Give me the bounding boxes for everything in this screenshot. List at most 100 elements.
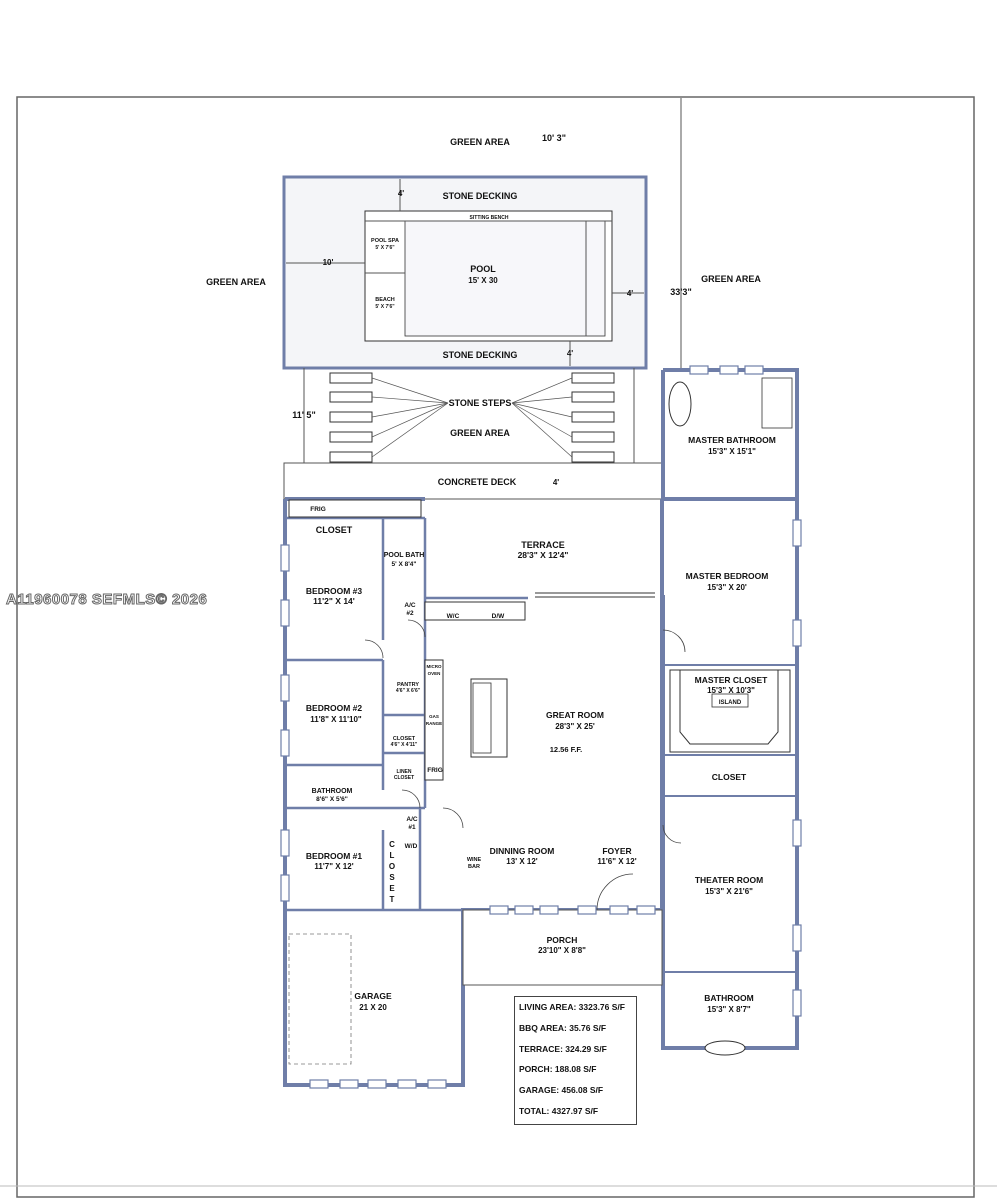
master-bedroom-dim: 15'3" X 20'	[707, 583, 747, 592]
master-shower	[761, 377, 793, 429]
deck-dim-bottom: 4'	[567, 349, 573, 358]
stone-steps-label: STONE STEPS	[449, 398, 512, 408]
porch-outline	[462, 909, 663, 986]
beach-label: BEACH	[375, 297, 395, 303]
kitchen-counter	[424, 601, 526, 621]
master-closet-dim: 15'3" X 10'3"	[707, 686, 755, 695]
stone-decking-top-label: STONE DECKING	[443, 191, 518, 201]
bar-label: BAR	[468, 864, 480, 870]
dim-left-steps: 11' 5"	[292, 410, 315, 420]
bedroom3-label: BEDROOM #3	[306, 586, 362, 596]
pantry-label: PANTRY	[397, 682, 419, 688]
bedroom2-label: BEDROOM #2	[306, 703, 362, 713]
dim-right: 33'3"	[670, 287, 691, 297]
master-bathroom-label: MASTER BATHROOM	[688, 435, 776, 445]
area-row-porch: PORCH: 188.08 S/F	[519, 1064, 597, 1075]
frig-mid-label: FRIG	[427, 767, 443, 774]
ac2-num: #2	[406, 610, 414, 617]
closet-v-o: O	[389, 862, 395, 871]
bath-tub	[704, 1040, 746, 1056]
bedroom2-dim: 11'8" X 11'10"	[310, 715, 362, 724]
wine-label: WINE	[467, 857, 482, 863]
porch-label: PORCH	[547, 935, 578, 945]
bbq-counter	[288, 499, 422, 518]
foyer-dim: 11'6" X 12'	[597, 857, 636, 866]
pantry-dim: 4'6" X 6'6"	[396, 688, 421, 694]
green-area-top: GREEN AREA	[450, 137, 510, 147]
theater-room-dim: 15'3" X 21'6"	[705, 887, 753, 896]
gas-label: GAS	[429, 714, 439, 719]
sitting-bench-label: SITTING BENCH	[470, 215, 509, 221]
mls-watermark: A11960078 SEFMLS© 2026	[5, 591, 208, 609]
pool-bath-label: POOL BATH	[384, 552, 425, 559]
wd-label: W/D	[405, 843, 418, 850]
great-room-label: GREAT ROOM	[546, 710, 604, 720]
bathroom-theater-label: BATHROOM	[704, 993, 753, 1003]
dinning-room-dim: 13' X 12'	[506, 857, 537, 866]
porch-dim: 23'10" X 8'8"	[538, 946, 586, 955]
great-room-ff: 12.56 F.F.	[550, 745, 583, 754]
windows	[280, 365, 802, 1089]
ac2-label: A/C	[404, 602, 416, 609]
step-leader-lines	[371, 377, 573, 458]
door-swings	[364, 619, 686, 911]
ac1-num: #1	[408, 824, 416, 831]
beach-dim: 5' X 7'6"	[375, 304, 395, 310]
garage-label: GARAGE	[354, 991, 392, 1001]
terrace-label: TERRACE	[521, 540, 565, 550]
garage-dim: 21 X 20	[359, 1003, 387, 1012]
linen-closet-label: CLOSET	[394, 775, 414, 781]
frig-top-label: FRIG	[310, 506, 326, 513]
concrete-deck	[283, 462, 663, 500]
dw-label: D/W	[492, 613, 506, 620]
bathroom-b2-label: BATHROOM	[312, 788, 353, 795]
interior-walls	[285, 516, 528, 912]
wc-label: W/C	[447, 613, 460, 620]
terrace-dim: 28'3" X 12'4"	[518, 550, 569, 560]
theater-room-label: THEATER ROOM	[695, 875, 763, 885]
closet-b3-label: CLOSET	[316, 525, 353, 535]
pool-basin	[404, 220, 606, 337]
bedroom1-dim: 11'7" X 12'	[314, 862, 353, 871]
deck-dim-right: 4'	[627, 289, 633, 298]
bathroom-theater-dim: 15'3" X 8'7"	[707, 1005, 751, 1014]
dim-top: 10' 3"	[542, 133, 566, 143]
area-row-garage: GARAGE: 456.08 S/F	[519, 1085, 604, 1096]
closet-v-t: T	[390, 895, 395, 904]
foyer-label: FOYER	[602, 846, 631, 856]
garage-parking	[288, 933, 352, 1065]
pool-bath-dim: 5' X 8'4"	[392, 561, 417, 568]
area-summary-table: LIVING AREA: 3323.76 S/F BBQ AREA: 35.76…	[514, 996, 637, 1125]
pool-label: POOL	[470, 264, 496, 274]
deck-dim-top: 4'	[398, 189, 404, 198]
bathroom-b2-dim: 8'6" X 5'6"	[316, 796, 348, 803]
area-row-living: LIVING AREA: 3323.76 S/F	[519, 1002, 625, 1012]
master-bathroom-dim: 15'3" X 15'1"	[708, 447, 756, 456]
oven-label: OVEN	[428, 671, 441, 676]
closet-master-label: CLOSET	[712, 772, 747, 782]
stone-steps	[329, 372, 615, 463]
closet-v-l: L	[390, 851, 395, 860]
master-bedroom-label: MASTER BEDROOM	[686, 571, 769, 581]
area-row-bbq: BBQ AREA: 35.76 S/F	[519, 1022, 607, 1033]
range-label: RANGE	[426, 721, 442, 726]
green-area-mid: GREEN AREA	[450, 428, 510, 438]
dinning-room-label: DINNING ROOM	[490, 846, 555, 856]
pool-spa-label: POOL SPA	[371, 238, 399, 244]
pool-spa-dim: 5' X 7'6"	[375, 245, 395, 251]
master-closet-label: MASTER CLOSET	[695, 675, 769, 685]
ac1-label: A/C	[406, 816, 418, 823]
closet-mid-dim: 4'6" X 4'11"	[391, 742, 418, 748]
closet-v-s: S	[389, 873, 395, 882]
area-row-terrace: TERRACE: 324.29 S/F	[519, 1043, 607, 1054]
island-label: ISLAND	[719, 700, 742, 706]
green-area-right: GREEN AREA	[701, 274, 761, 284]
deck-dim-left: 10'	[323, 258, 334, 267]
stone-decking-bottom-label: STONE DECKING	[443, 350, 518, 360]
great-room-dim: 28'3" X 25'	[555, 722, 595, 731]
island-outline	[711, 693, 749, 708]
closet-v-c: C	[389, 840, 395, 849]
micro-label: MICRO	[427, 664, 442, 669]
closet-v-e: E	[389, 884, 395, 893]
